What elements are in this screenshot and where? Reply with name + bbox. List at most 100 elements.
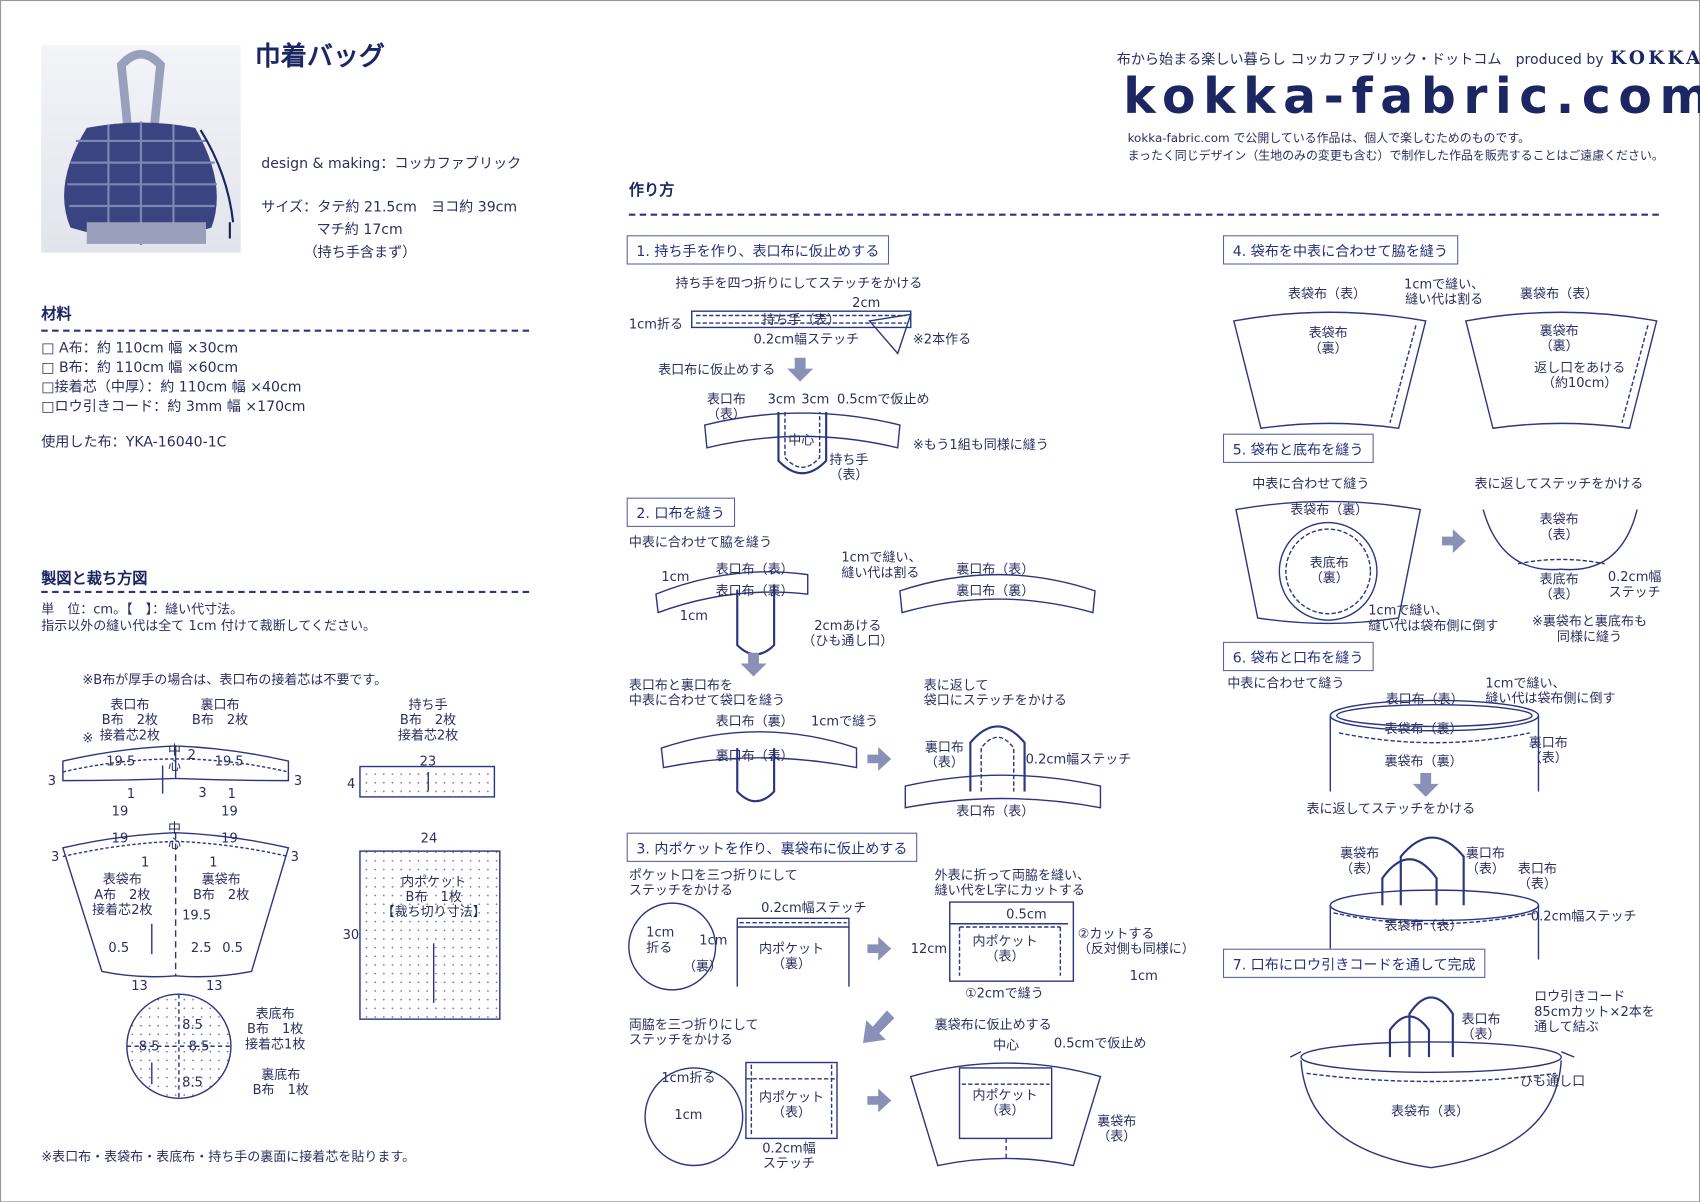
- dim-label: 3: [290, 848, 299, 865]
- piece-label: 裏口布 B布 2枚: [191, 697, 249, 728]
- step-label: 内ポケット （表）: [758, 1089, 825, 1120]
- arrow-right-icon: [1441, 529, 1466, 553]
- step-label: 0.2cm幅ステッチ: [1025, 751, 1132, 767]
- step-label: 1cmで縫い、 縫い代は割る: [1404, 276, 1485, 307]
- dim-label: 24: [420, 830, 438, 846]
- dim-label: 中 心: [168, 820, 182, 852]
- step-label: 表口布 （表）: [1461, 1011, 1501, 1042]
- step-label: 0.2cm幅 ステッチ: [762, 1140, 816, 1171]
- page-title: 巾着バッグ: [254, 41, 385, 72]
- step-label: 表袋布 （表）: [1539, 511, 1579, 543]
- step-label: 表袋布 （裏）: [1308, 325, 1348, 356]
- piece-label: 裏袋布 B布 2枚: [192, 871, 250, 903]
- dim-label: 3: [293, 773, 303, 789]
- step-label: 表口布 （表）: [706, 391, 746, 422]
- step-label: 0.5cmで仮止め: [1053, 1035, 1147, 1051]
- step-label: ※2本作る: [912, 331, 972, 347]
- step-3-title: 3. 内ポケットを作り、裏袋布に仮止めする: [626, 832, 918, 862]
- tagline: 布から始まる楽しい暮らし コッカファブリック・ドットコム produced by: [1116, 52, 1604, 69]
- step-label: 1cm: [674, 1106, 703, 1123]
- step-label: 1cm 折る: [646, 924, 675, 956]
- size-line: マチ約 17cm: [316, 222, 403, 239]
- step-label: ひも通し口: [1520, 1073, 1586, 1089]
- dim-label: ※: [82, 730, 94, 746]
- step-label: 裏袋布（表）: [1520, 286, 1599, 302]
- step-label: 裏口布 （表）: [924, 739, 964, 770]
- drafting-heading: 製図と裁ち方図: [41, 570, 148, 588]
- cutting-diagram: [61, 745, 501, 1099]
- step-label: 0.2cm幅 ステッチ: [1607, 569, 1662, 600]
- notice-line: まったく同じデザイン（生地のみの変更も含む）で制作した作品を販売することはご遠慮…: [1127, 148, 1664, 163]
- units-note: 指示以外の縫い代は全て 1cm 付けて裁断してください。: [41, 617, 377, 634]
- dim-label: 19: [111, 803, 129, 819]
- step-label: 1cm: [699, 932, 728, 948]
- step-label: ポケット口を三つ折りにして ステッチをかける: [628, 867, 798, 898]
- step-label: 表袋布（表）: [1384, 918, 1463, 934]
- dim-label: 8.5: [138, 1038, 160, 1054]
- step-2-title: 2. 口布を縫う: [626, 497, 735, 527]
- dim-label: 19: [221, 803, 238, 819]
- step-label: 表口布（表）: [1385, 691, 1464, 707]
- step-label: 裏袋布 （表）: [1097, 1113, 1137, 1144]
- dim-label: 19: [221, 830, 238, 846]
- fabric-used: 使用した布：YKA-16040-1C: [41, 434, 227, 452]
- step-label: 表底布 （裏）: [1309, 555, 1349, 586]
- step-label: 1cmで縫い、 縫い代は袋布側に倒す: [1368, 602, 1499, 634]
- step-label: ①2cmで縫う: [964, 985, 1044, 1001]
- step-label: 表に返して 袋口にステッチをかける: [923, 677, 1067, 708]
- material-item: □ロウ引きコード：約 3mm 幅 ×170cm: [41, 398, 306, 416]
- step-label: 内ポケット （裏）: [758, 941, 825, 972]
- dim-label: 19.5: [106, 753, 136, 769]
- step-label: 中心: [788, 432, 815, 448]
- step-label: 中表に合わせて脇を縫う: [628, 534, 772, 550]
- step-label: 裏口布（表）: [956, 561, 1035, 577]
- dim-label: 2.5: [190, 940, 212, 956]
- step-label: 1cmで縫い、 縫い代は割る: [841, 549, 922, 581]
- step-label: 表袋布（表）: [1288, 286, 1367, 302]
- arrow-down-icon: [1412, 773, 1439, 797]
- dim-label: 3: [47, 773, 56, 789]
- dim-label: 13: [205, 977, 223, 994]
- step-4-title: 4. 袋布を中表に合わせて脇を縫う: [1222, 235, 1458, 265]
- step-label: 表口布（裏）: [715, 583, 794, 599]
- piece-label: 表底布 B布 1枚 接着芯1枚: [245, 1006, 306, 1052]
- bag-photo: [41, 45, 241, 253]
- site-logo[interactable]: kokka-fabric.com: [1123, 67, 1700, 125]
- step-label: 表口布（表）: [715, 561, 794, 577]
- divider: [41, 329, 530, 332]
- step-label: 表袋布（裏）: [1290, 501, 1369, 518]
- step-label: 中心: [993, 1037, 1020, 1053]
- step-label: 中表に合わせて縫う: [1252, 475, 1370, 492]
- step-label: 裏口布（表）: [715, 748, 794, 764]
- step-label: 内ポケット （表）: [972, 1087, 1038, 1118]
- credit: design & making：コッカファブリック: [261, 156, 522, 173]
- piece-label: 内ポケット B布 1枚 【裁ち切り寸法】: [381, 873, 486, 920]
- dim-label: 19.5: [214, 753, 244, 769]
- dim-label: 4: [346, 776, 356, 792]
- step-label: 表底布 （表）: [1539, 571, 1579, 602]
- dim-label: 3: [198, 784, 207, 801]
- dim-label: ※B布が厚手の場合は、表口布の接着芯は不要です。: [82, 672, 388, 688]
- dim-label: 19.5: [182, 907, 212, 923]
- step-label: 2cmあける （ひも通し口）: [802, 617, 894, 649]
- material-item: □接着芯（中厚）：約 110cm 幅 ×40cm: [41, 379, 302, 396]
- dim-label: 30: [342, 926, 360, 943]
- step-label: 裏袋布に仮止めする: [934, 1016, 1052, 1033]
- step-label: 1cm: [679, 608, 708, 624]
- step-6-title: 6. 袋布と口布を縫う: [1222, 641, 1374, 672]
- step-label: 1cmで縫い、 縫い代は袋布側に倒す: [1485, 675, 1616, 706]
- step-label: 返し口をあける （約10cm）: [1534, 359, 1626, 391]
- step-label: 0.2cm幅ステッチ: [753, 331, 860, 347]
- step-label: 1cm折る: [628, 316, 683, 332]
- step-label: 表口布と裏口布を 中表に合わせて袋口を縫う: [628, 677, 785, 708]
- materials-heading: 材料: [41, 305, 72, 324]
- arrow-down-left-icon: [863, 1010, 895, 1044]
- step-label: 両脇を三つ折りにして ステッチをかける: [628, 1016, 759, 1048]
- step-label: 裏口布（裏）: [956, 583, 1035, 599]
- step-label: ロウ引きコード 85cmカット×2本を 通して結ぶ: [1534, 988, 1655, 1035]
- tagline-row: 布から始まる楽しい暮らし コッカファブリック・ドットコム produced by…: [1117, 48, 1700, 70]
- step-label: ②カットする （反対側も同様に）: [1077, 925, 1195, 957]
- divider: [41, 590, 530, 594]
- step-label: 0.5cm: [1006, 906, 1047, 922]
